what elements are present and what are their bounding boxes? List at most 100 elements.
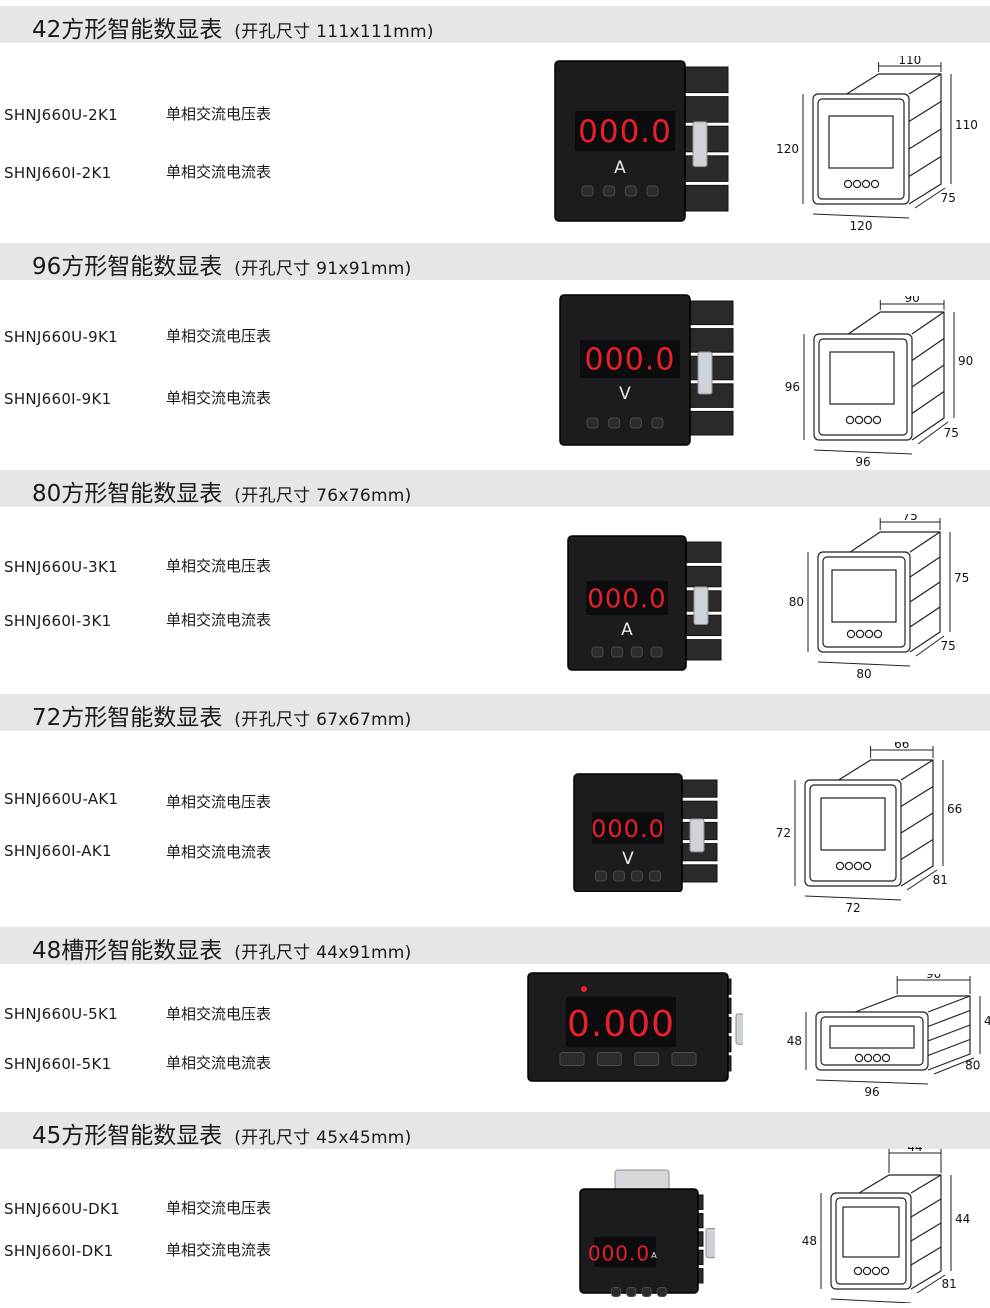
meter-key — [608, 417, 621, 429]
case-edge — [908, 73, 942, 95]
dim-label-top: 110 — [898, 56, 921, 67]
meter-photo: 000.0A — [554, 60, 729, 222]
key-outline — [852, 179, 862, 189]
key-outline — [861, 179, 871, 189]
model-number: SHNJ660I-5K1 — [4, 1055, 112, 1073]
dim-line-depth — [914, 187, 946, 209]
dim-label-depth: 81 — [933, 873, 948, 887]
terminal-clip — [692, 121, 708, 168]
model-number: SHNJ660I-2K1 — [4, 164, 112, 182]
meter-key — [641, 1287, 652, 1297]
model-number: SHNJ660U-2K1 — [4, 106, 118, 124]
dim-label-right: 90 — [958, 354, 973, 368]
front-inner — [817, 98, 905, 200]
front-bezel — [804, 779, 902, 887]
dim-line-depth — [916, 1274, 946, 1294]
section-header: 72方形智能数显表(开孔尺寸 67x67mm) — [0, 694, 990, 731]
case-rib — [908, 100, 942, 123]
meter-key — [613, 870, 625, 882]
cutout-size: (开孔尺寸 111x111mm) — [234, 22, 434, 42]
display-outline — [842, 1206, 900, 1258]
terminal-clip — [735, 1013, 743, 1045]
meter-fin — [679, 864, 718, 883]
case-edge — [910, 1174, 942, 1194]
front-bezel — [812, 93, 910, 205]
meter-key — [586, 417, 599, 429]
dim-label-bottom: 96 — [864, 1085, 879, 1099]
section-title: 96方形智能数显表(开孔尺寸 91x91mm) — [32, 254, 412, 280]
key-outline — [845, 415, 855, 425]
model-description: 单相交流电压表 — [166, 793, 272, 811]
case-rib — [909, 606, 941, 628]
meter-fin — [682, 184, 729, 212]
unit-label: A — [614, 158, 626, 178]
key-outline — [873, 629, 883, 639]
meter-fin — [687, 328, 734, 353]
meter-fin — [687, 410, 734, 436]
case-rib — [900, 812, 934, 834]
dim-label-top: 66 — [894, 742, 909, 751]
led-digits: 000.0 — [591, 815, 665, 843]
key-outline — [846, 629, 856, 639]
meter-key — [650, 646, 663, 658]
model-number: SHNJ660U-9K1 — [4, 328, 118, 346]
key-outline — [872, 1053, 882, 1063]
dim-line-depth — [933, 1057, 975, 1075]
meter-key — [581, 185, 594, 197]
dim-line-bottom — [817, 661, 911, 667]
dim-line-depth — [906, 869, 938, 891]
meter-key — [630, 646, 643, 658]
meter-fin — [682, 66, 729, 94]
dim-line-depth — [915, 635, 945, 657]
model-number: SHNJ660U-DK1 — [4, 1200, 120, 1218]
meter-key — [657, 1287, 667, 1297]
section-title: 45方形智能数显表(开孔尺寸 45x45mm) — [32, 1123, 412, 1149]
case-edge — [911, 311, 945, 335]
model-description: 单相交流电压表 — [166, 557, 272, 575]
led-digits: 0.000 — [567, 1004, 675, 1045]
meter-fin — [683, 541, 722, 563]
meter-key — [591, 646, 604, 658]
key-outline — [863, 415, 873, 425]
dim-label-right: 75 — [954, 571, 969, 585]
front-bezel — [813, 333, 913, 441]
case-rib — [927, 1024, 971, 1042]
front-inner — [820, 1016, 924, 1066]
key-outline — [854, 415, 864, 425]
dim-line-bottom — [804, 895, 902, 901]
dim-label-right: 43 — [984, 1014, 990, 1028]
case-rib — [911, 338, 945, 361]
led-indicator — [581, 986, 587, 992]
section-header: 48槽形智能数显表(开孔尺寸 44x91mm) — [0, 927, 990, 964]
model-description: 单相交流电压表 — [166, 1005, 272, 1023]
dim-line-depth — [917, 421, 949, 445]
key-outline — [854, 1053, 864, 1063]
dim-label-top: 44 — [907, 1147, 922, 1154]
meter-key — [651, 417, 664, 429]
meter-key — [611, 646, 624, 658]
dim-label-top: 90 — [905, 296, 920, 305]
cutout-size: (开孔尺寸 76x76mm) — [234, 486, 412, 506]
model-number: SHNJ660I-AK1 — [4, 842, 112, 860]
meter-key — [603, 185, 616, 197]
key-outline — [835, 861, 845, 871]
model-number: SHNJ660I-DK1 — [4, 1242, 114, 1260]
dim-label-left: 80 — [789, 595, 804, 609]
case-edge — [900, 759, 934, 781]
dim-label-depth: 81 — [942, 1277, 957, 1291]
display-outline — [831, 569, 897, 623]
display-outline — [820, 797, 886, 851]
led-digits: 000.0 — [585, 343, 676, 378]
key-outline — [862, 1266, 872, 1276]
cutout-size: (开孔尺寸 44x91mm) — [234, 943, 412, 963]
key-outline — [844, 861, 854, 871]
dim-label-left: 48 — [802, 1234, 817, 1248]
meter-key — [596, 1052, 622, 1066]
dim-label-right: 110 — [955, 118, 978, 132]
unit-label: A — [651, 1251, 657, 1260]
meter-fin — [683, 639, 722, 661]
display-outline — [829, 1025, 915, 1049]
case-rib — [900, 838, 934, 861]
unit-label: V — [622, 849, 634, 869]
